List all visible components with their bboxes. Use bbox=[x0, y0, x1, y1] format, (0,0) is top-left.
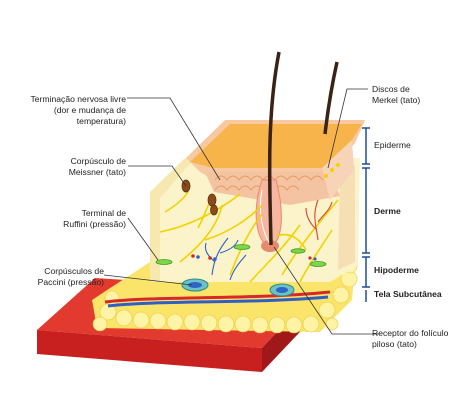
label-free-nerve-ending: Terminação nervosa livre (dor e mudança … bbox=[30, 94, 126, 126]
nerve-fibers bbox=[159, 191, 339, 283]
pacinian-corpuscles bbox=[181, 278, 295, 297]
label-hair-follicle-receptor: Receptor do folículo piloso (tato) bbox=[372, 328, 449, 349]
label-ruffini-terminal: Terminal de Ruffini (pressão) bbox=[63, 208, 126, 229]
hair-strands bbox=[267, 51, 339, 246]
label-merkel-discs: Discos de Merkel (tato) bbox=[372, 84, 421, 105]
blood-capillaries bbox=[204, 237, 247, 281]
label-subcutaneous-tissue: Tela Subcutânea bbox=[374, 289, 442, 299]
cell-dots bbox=[191, 254, 317, 261]
label-pacinian-corpuscles: Corpúsculos de Paccini (pressão) bbox=[37, 266, 104, 287]
label-epidermis: Epiderme bbox=[374, 140, 411, 150]
bracket-ticks bbox=[362, 127, 370, 288]
dermal-capillaries-red bbox=[305, 199, 333, 241]
label-hypodermis: Hipoderme bbox=[374, 265, 419, 275]
label-dermis: Derme bbox=[374, 206, 401, 216]
label-meissner-corpuscle: Corpúsculo de Meissner (tato) bbox=[68, 156, 126, 177]
ruffini-endings bbox=[155, 244, 327, 267]
leader-lines bbox=[103, 88, 380, 335]
merkel-discs bbox=[324, 163, 340, 178]
